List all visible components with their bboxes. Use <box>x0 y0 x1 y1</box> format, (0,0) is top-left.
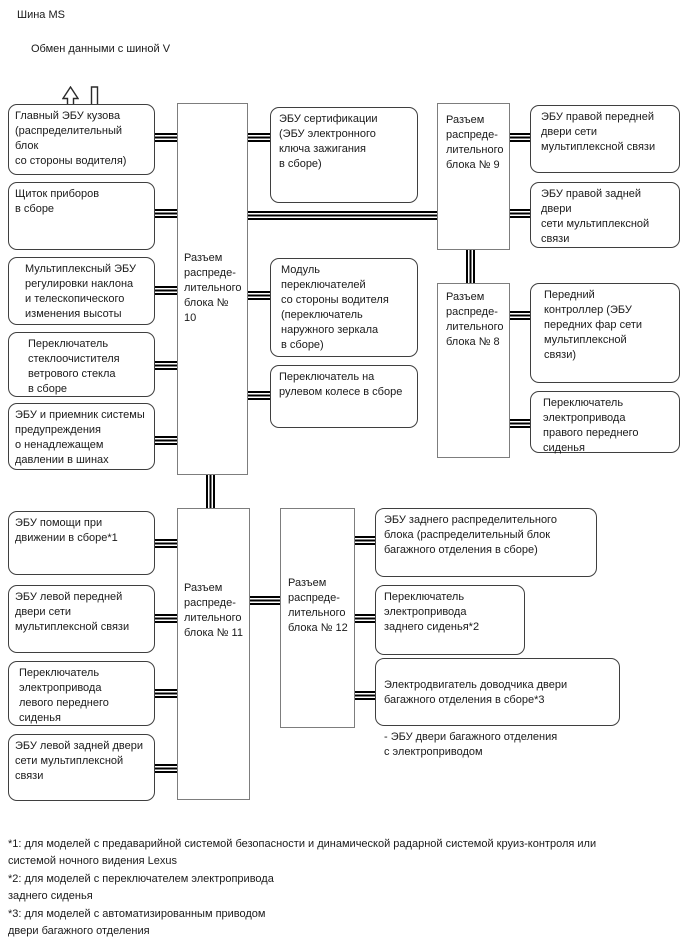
bus-line <box>247 291 271 300</box>
node-driver-side-switch-module: Модуль переключателей со стороны водител… <box>270 258 418 357</box>
bus-line <box>154 209 178 218</box>
node-front-controller: Передний контроллер (ЭБУ передних фар се… <box>530 283 680 383</box>
node-wiper-switch: Переключатель стеклоочистителя ветрового… <box>8 332 155 397</box>
node-certification-ecu: ЭБУ сертификации (ЭБУ электронного ключа… <box>270 107 418 203</box>
bus-line <box>509 419 531 428</box>
node-main-body-ecu: Главный ЭБУ кузова (распределительный бл… <box>8 104 155 175</box>
node-rear-seat-switch: Переключатель электропривода заднего сид… <box>375 585 525 655</box>
connector-block-9: Разъем распреде- лительного блока № 9 <box>437 103 510 250</box>
footnote-2: *2: для моделей с переключателем электро… <box>8 873 274 902</box>
connector-block-10: Разъем распреде- лительного блока № 10 <box>177 103 248 475</box>
bus-line <box>354 691 376 700</box>
node-luggage-door-motor: Электродвигатель доводчика двери багажно… <box>375 658 620 758</box>
connector-block-11: Разъем распреде- лительного блока № 11 <box>177 508 250 800</box>
bus-line <box>354 536 376 545</box>
node-front-left-seat-switch: Переключатель электропривода левого пере… <box>8 661 155 726</box>
bus-line <box>154 361 178 370</box>
luggage-door-motor-label: Электродвигатель доводчика двери багажно… <box>384 679 568 706</box>
node-rear-right-door-ecu: ЭБУ правой задней двери сети мультиплекс… <box>530 182 680 248</box>
bus-line <box>154 133 178 142</box>
node-tilt-telescopic-ecu: Мультиплексный ЭБУ регулировки наклона и… <box>8 257 155 325</box>
node-rear-junction-ecu: ЭБУ заднего распределительного блока (ра… <box>375 508 597 577</box>
node-driving-assist-ecu: ЭБУ помощи при движении в сборе*1 <box>8 511 155 575</box>
bus-line <box>154 539 178 548</box>
bus-line-11-to-12 <box>249 596 281 605</box>
bus-line <box>154 614 178 623</box>
bus-line <box>154 286 178 295</box>
node-steering-wheel-switch: Переключатель на рулевом колесе в сборе <box>270 365 418 428</box>
bus-exchange-label: Обмен данными с шиной V <box>31 43 171 55</box>
diagram-title: Шина MS <box>17 9 65 21</box>
bus-line <box>354 614 376 623</box>
node-front-right-door-ecu: ЭБУ правой передней двери сети мультипле… <box>530 105 680 173</box>
node-instrument-cluster: Щиток приборов в сборе <box>8 182 155 250</box>
bus-line <box>509 209 531 218</box>
bus-line <box>247 391 271 400</box>
bus-line-9-to-8 <box>466 249 475 284</box>
bus-line <box>154 764 178 773</box>
connector-block-8: Разъем распреде- лительного блока № 8 <box>437 283 510 458</box>
bus-line <box>247 133 271 142</box>
bus-line <box>509 133 531 142</box>
bus-line <box>509 311 531 320</box>
bus-line-10-to-9 <box>247 211 438 220</box>
bus-line <box>154 436 178 445</box>
luggage-door-motor-sublabel: - ЭБУ двери багажного отделения с электр… <box>384 731 558 758</box>
bus-line-10-to-11 <box>206 474 215 509</box>
footnote-3: *3: для моделей с автоматизированным при… <box>8 908 266 937</box>
node-tire-pressure-ecu: ЭБУ и приемник системы предупреждения о … <box>8 403 155 470</box>
bus-line <box>154 689 178 698</box>
node-front-right-seat-switch: Переключатель электропривода правого пер… <box>530 391 680 454</box>
footnote-1: *1: для моделей с предаварийной системой… <box>8 838 597 867</box>
node-front-left-door-ecu: ЭБУ левой передней двери сети мультиплек… <box>8 585 155 653</box>
node-rear-left-door-ecu: ЭБУ левой задней двери сети мультиплексн… <box>8 734 155 801</box>
connector-block-12: Разъем распреде- лительного блока № 12 <box>280 508 355 728</box>
